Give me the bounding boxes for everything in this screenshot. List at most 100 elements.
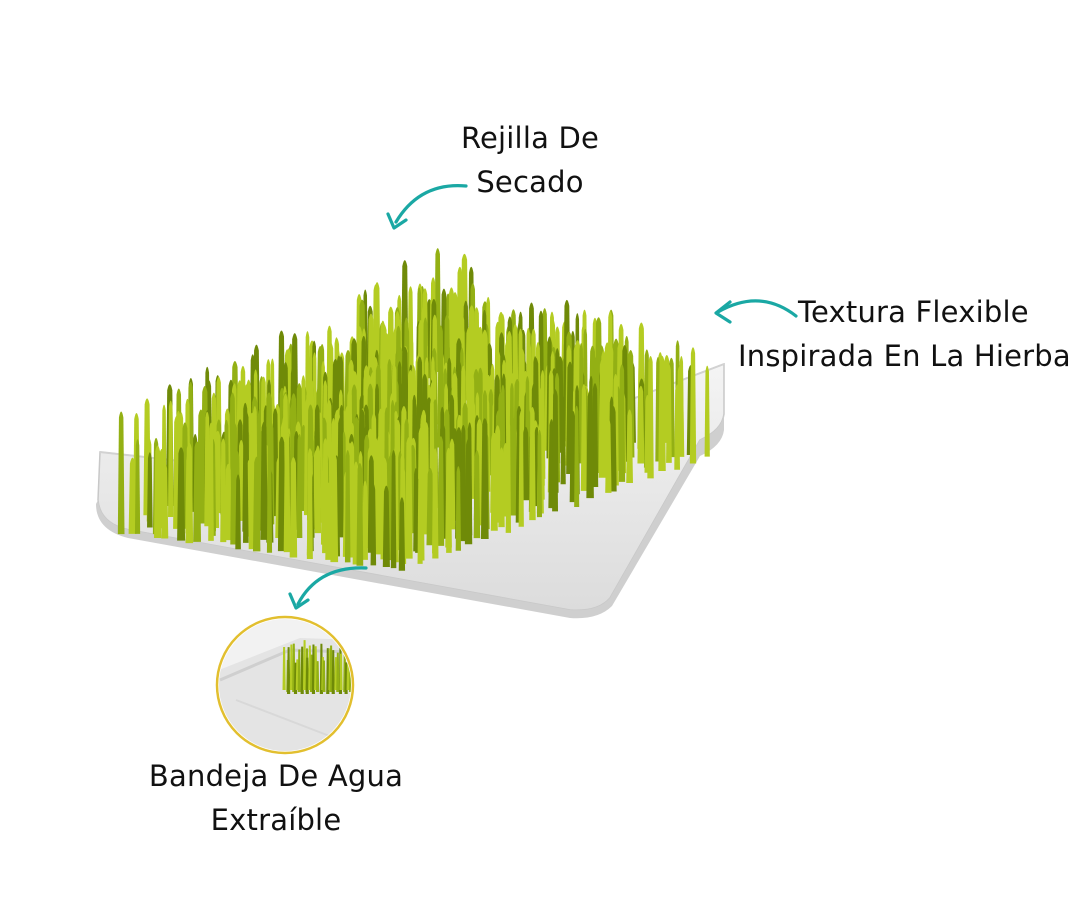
curved-arrow-icon <box>716 299 798 318</box>
grass-blade <box>455 466 462 551</box>
grass-blade <box>390 450 397 569</box>
grass-blade <box>339 653 343 690</box>
grass-blade <box>326 648 330 694</box>
drying-rack-label-line1: Rejilla De <box>460 121 600 155</box>
curved-arrow-icon <box>394 184 468 224</box>
grass-blade <box>154 445 162 539</box>
texture-label-line2: Inspirada En La Hierba <box>738 339 1071 373</box>
grass-blade <box>168 400 174 518</box>
grass-blade <box>314 445 322 534</box>
grass-blade <box>637 385 645 464</box>
grass-blade <box>586 390 594 499</box>
grass-blade <box>626 409 633 484</box>
grass-blade <box>289 644 293 690</box>
grass-blade <box>498 447 505 528</box>
grass-blade <box>185 442 194 544</box>
grass-blade <box>610 406 617 492</box>
texture-label-line1: Textura Flexible <box>798 295 1029 329</box>
drying-rack-label: Rejilla De Secado <box>440 116 620 204</box>
grass-blade <box>536 429 543 518</box>
grass-blade <box>518 410 524 527</box>
grass-blades <box>117 248 710 571</box>
grass-blade <box>306 448 313 560</box>
grass-blade <box>398 497 406 571</box>
grass-blade <box>302 640 307 690</box>
grass-blade <box>296 434 303 538</box>
grass-blade <box>473 450 481 539</box>
grass-blade <box>446 478 452 553</box>
drying-rack-label-line2: Secado <box>476 165 584 199</box>
arrow-to-rack <box>386 184 468 230</box>
grass-blade <box>574 405 580 508</box>
grass-blade <box>128 457 137 534</box>
tray-detail-inset <box>215 615 355 755</box>
grass-blade <box>208 422 214 541</box>
grass-blade <box>432 467 439 559</box>
grass-blade <box>598 358 607 478</box>
grass-blade <box>382 485 390 567</box>
grass-blade <box>552 388 559 512</box>
grass-blade <box>252 456 261 552</box>
grass-blade <box>287 647 291 694</box>
grass-blade <box>177 447 186 541</box>
grass-blade <box>305 657 309 694</box>
grass-blade <box>658 355 666 471</box>
grass-blade <box>529 407 536 521</box>
tray-label: Bandeja De Agua Extraíble <box>120 754 432 842</box>
grass-blade <box>521 426 530 501</box>
grass-blade <box>464 438 473 545</box>
grass-blade <box>356 462 364 566</box>
grass-blade <box>289 457 298 558</box>
grass-blade <box>618 364 626 482</box>
grass-blade <box>689 347 697 464</box>
grass-blade <box>374 449 383 555</box>
grass-blade <box>147 452 153 528</box>
grass-blade <box>277 436 286 552</box>
grass-blade <box>505 419 512 533</box>
tray-label-line2: Extraíble <box>210 803 342 837</box>
grass-blade <box>322 660 326 692</box>
grass-blade <box>325 482 333 560</box>
grass-blade <box>117 411 125 535</box>
grass-blade <box>426 468 434 546</box>
grass-blade <box>331 650 335 694</box>
grass-blade <box>370 483 377 566</box>
grass-blade <box>605 418 612 493</box>
grass-blade <box>437 436 445 546</box>
grass-blade <box>134 439 141 534</box>
grass-blade <box>674 384 680 470</box>
grass-blade <box>283 429 291 553</box>
grass-blade <box>220 438 227 543</box>
grass-blade <box>297 649 301 692</box>
grass-blade <box>336 652 340 692</box>
grass-blade <box>300 646 304 694</box>
grass-blade <box>580 384 587 491</box>
grass-blade <box>344 450 351 563</box>
texture-label: Textura Flexible Inspirada En La Hierba <box>738 290 1080 378</box>
curved-arrow-icon <box>296 566 368 606</box>
grass-blade <box>417 461 423 564</box>
grass-blade <box>560 396 566 485</box>
grass-blade <box>405 437 413 559</box>
arrow-to-tray <box>288 566 368 610</box>
grass-blade <box>248 442 255 550</box>
grass-blade <box>510 418 518 516</box>
grass-blade <box>235 474 241 550</box>
grass-blade <box>362 480 368 560</box>
grass-blade <box>490 432 498 531</box>
grass-blade <box>243 452 249 543</box>
grass-blade <box>704 365 710 457</box>
grass-blade <box>330 453 339 563</box>
grass-blade <box>647 355 654 479</box>
grass-blade <box>480 418 489 539</box>
grass-blade <box>260 421 268 540</box>
grass-blade <box>316 661 320 692</box>
arrow-to-texture <box>714 299 798 324</box>
grass-blade <box>266 435 273 553</box>
grass-blade <box>224 463 232 541</box>
grass-blade <box>666 363 672 463</box>
grass-blade <box>193 441 202 542</box>
grass-blade <box>161 462 169 539</box>
tray-label-line1: Bandeja De Agua <box>148 759 404 793</box>
